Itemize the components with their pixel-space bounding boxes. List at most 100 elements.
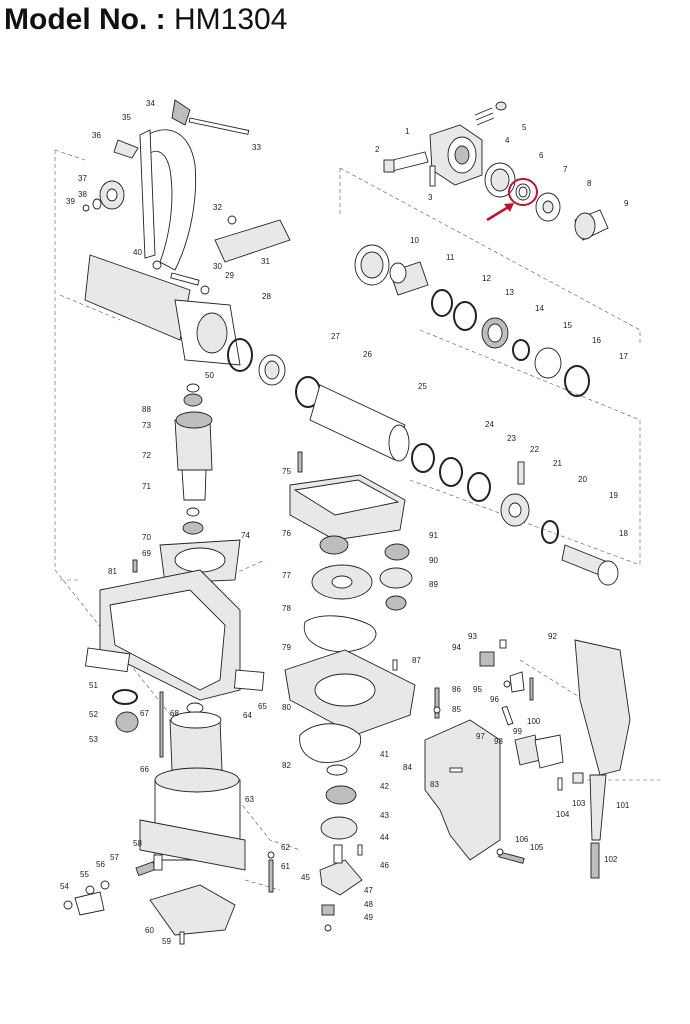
page-title: Model No. : HM1304 — [4, 0, 287, 40]
armature-group — [174, 383, 213, 535]
part-106-washer — [496, 848, 504, 856]
part-59-screw — [179, 931, 185, 945]
part-label-81: 81 — [108, 567, 117, 576]
part-104-screw — [557, 777, 563, 791]
part-label-69: 69 — [142, 549, 151, 558]
part-60-cover — [149, 884, 236, 936]
inner-cylinder-group — [354, 244, 590, 397]
part-67-rod — [159, 691, 164, 758]
part-label-16: 16 — [592, 336, 601, 345]
part-label-44: 44 — [380, 833, 389, 842]
part-95-pin — [503, 680, 511, 688]
part-label-23: 23 — [507, 434, 516, 443]
part-label-57: 57 — [110, 853, 119, 862]
part-label-67: 67 — [140, 709, 149, 718]
part-label-91: 91 — [429, 531, 438, 540]
part-label-62: 62 — [281, 843, 290, 852]
part-62-washer — [267, 851, 275, 859]
part-label-92: 92 — [548, 632, 557, 641]
rear-handle-group — [424, 639, 631, 879]
part-91-bearing — [384, 543, 410, 561]
part-102-cord — [590, 842, 600, 879]
motor-housing-group — [63, 767, 275, 945]
part-label-15: 15 — [563, 321, 572, 330]
part-label-19: 19 — [609, 491, 618, 500]
part-5-ball — [495, 101, 507, 111]
part-39-nut — [82, 204, 90, 212]
part-label-49: 49 — [364, 913, 373, 922]
part-labels: 1 2 3 4 5 6 7 8 9 10 11 12 13 14 15 16 1… — [60, 99, 630, 946]
part-88-washer — [186, 383, 200, 393]
part-11-striker — [389, 261, 429, 296]
part-40-washer — [152, 260, 162, 270]
part-101-cord-guard — [589, 774, 607, 841]
part-label-103: 103 — [572, 799, 586, 808]
part-label-75: 75 — [282, 467, 291, 476]
part-label-97: 97 — [476, 732, 485, 741]
part-label-106: 106 — [515, 835, 529, 844]
part-label-9: 9 — [624, 199, 629, 208]
part-14-piston — [481, 317, 509, 349]
part-23-o-ring — [439, 457, 463, 487]
part-label-77: 77 — [282, 571, 291, 580]
part-label-86: 86 — [452, 685, 461, 694]
part-label-2: 2 — [375, 145, 380, 154]
part-81-pin — [132, 559, 138, 573]
part-label-48: 48 — [364, 900, 373, 909]
part-label-52: 52 — [89, 710, 98, 719]
assembly-guide-lines — [54, 149, 660, 891]
part-label-87: 87 — [412, 656, 421, 665]
part-49-ring — [324, 924, 332, 932]
part-label-80: 80 — [282, 703, 291, 712]
part-label-94: 94 — [452, 643, 461, 652]
part-54-screw — [63, 900, 73, 910]
part-20-piston — [500, 493, 530, 527]
part-label-25: 25 — [418, 382, 427, 391]
part-label-96: 96 — [490, 695, 499, 704]
part-96-lever — [509, 671, 525, 693]
part-label-95: 95 — [473, 685, 482, 694]
part-label-101: 101 — [616, 801, 630, 810]
part-label-99: 99 — [513, 727, 522, 736]
part-61-bolt — [268, 859, 274, 893]
part-36-clip — [113, 139, 139, 159]
part-50-o-ring — [227, 338, 253, 372]
part-label-46: 46 — [380, 861, 389, 870]
part-label-63: 63 — [245, 795, 254, 804]
part-51-gasket — [84, 647, 131, 673]
part-6-ring — [484, 162, 516, 198]
part-15-o-ring — [512, 339, 530, 361]
part-8-washer — [535, 192, 561, 222]
model-label: Model No. — [4, 3, 148, 36]
part-label-66: 66 — [140, 765, 149, 774]
part-37-knob — [99, 180, 125, 210]
part-94-capacitor — [479, 651, 495, 667]
part-1-flange — [429, 124, 483, 186]
part-100-spring — [529, 677, 534, 701]
part-label-10: 10 — [410, 236, 419, 245]
part-label-32: 32 — [213, 203, 222, 212]
part-label-20: 20 — [578, 475, 587, 484]
part-68-washer — [186, 702, 204, 714]
part-35-band-side — [139, 129, 156, 259]
part-label-72: 72 — [142, 451, 151, 460]
part-83-screw — [449, 767, 463, 773]
part-label-12: 12 — [482, 274, 491, 283]
part-25-cylinder — [309, 384, 410, 462]
part-label-41: 41 — [380, 750, 389, 759]
part-label-88: 88 — [142, 405, 151, 414]
part-label-56: 56 — [96, 860, 105, 869]
part-label-5: 5 — [522, 123, 527, 132]
part-53-bearing-box — [115, 711, 139, 733]
part-84-handle-half — [424, 719, 501, 861]
part-38-washer — [92, 198, 102, 210]
part-label-24: 24 — [485, 420, 494, 429]
part-label-82: 82 — [282, 761, 291, 770]
part-label-55: 55 — [80, 870, 89, 879]
part-label-33: 33 — [252, 143, 261, 152]
part-label-8: 8 — [587, 179, 592, 188]
part-label-28: 28 — [262, 292, 271, 301]
part-label-84: 84 — [403, 763, 412, 772]
part-17-o-ring — [564, 365, 590, 397]
part-41-sleeve — [326, 764, 348, 776]
